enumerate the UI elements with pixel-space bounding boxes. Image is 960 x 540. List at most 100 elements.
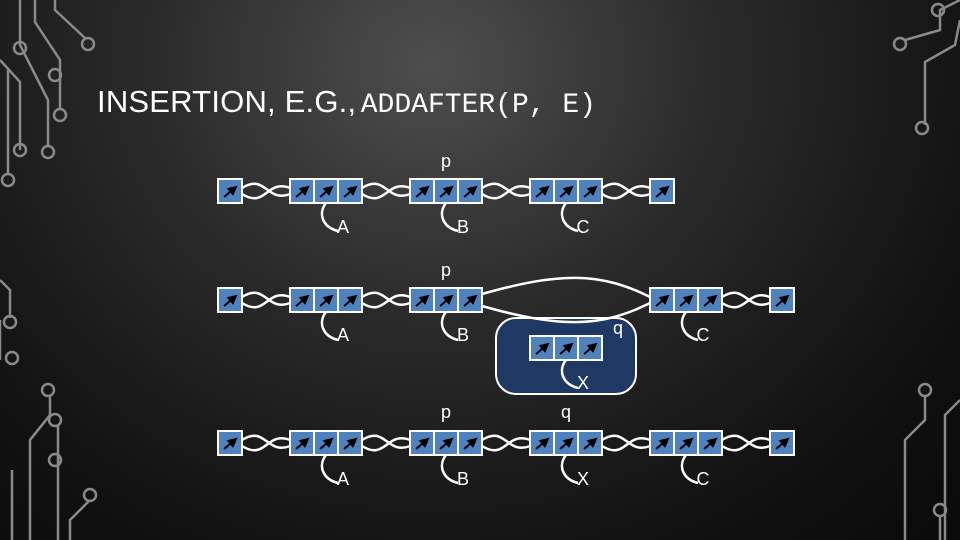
row3-node-x-next-pointer xyxy=(583,437,598,450)
node-links xyxy=(241,182,771,452)
title-text: INSERTION, E.G., xyxy=(97,84,357,119)
row2-link-1-a xyxy=(241,291,291,306)
row2-node-a-prev xyxy=(289,287,315,313)
row1-node-b-next-pointer xyxy=(463,185,478,198)
row1-node-b-next xyxy=(457,178,483,204)
row2-node-b-elem-pointer xyxy=(439,294,454,307)
row3-node-a-next xyxy=(337,430,363,456)
title-code: ADDAFTER(P, E) xyxy=(360,90,596,121)
row3-node-b-elem-pointer xyxy=(439,437,454,450)
row1-node-c-elem xyxy=(553,178,579,204)
row1-label-c: C xyxy=(577,217,590,237)
row3-node-x-prev xyxy=(529,430,555,456)
row3-link-2-a xyxy=(361,434,411,449)
row1-node-a-prev-pointer xyxy=(295,185,310,198)
nodes xyxy=(217,178,795,456)
row1-trailer xyxy=(649,178,675,204)
row1-node-b-next-box xyxy=(457,178,483,204)
row2-node-x-next-pointer xyxy=(583,342,598,355)
row2-label-a: A xyxy=(337,325,349,345)
row2-link-2-a xyxy=(361,291,411,306)
row3-header-pointer xyxy=(223,437,238,450)
row3-node-b-prev-pointer xyxy=(415,437,430,450)
row1-node-c-next-pointer xyxy=(583,185,598,198)
row3-node-x-elem-pointer xyxy=(559,437,574,450)
row2-node-x-prev xyxy=(529,335,555,361)
row3-trailer xyxy=(769,430,795,456)
row2-pointer-p: p xyxy=(441,260,451,280)
row2-link-4-b xyxy=(721,294,771,309)
row3-link-1-a xyxy=(241,434,291,449)
row3-node-a-next-pointer xyxy=(343,437,358,450)
row3-node-b-prev-box xyxy=(409,430,435,456)
row2-link-2-b xyxy=(361,294,411,309)
row3-node-c-prev xyxy=(649,430,675,456)
row2-elem-arrow-c xyxy=(680,311,699,342)
row2-header xyxy=(217,287,243,313)
row3-link-5-a xyxy=(721,434,771,449)
element-arrows xyxy=(320,202,699,485)
row2-link-1-b xyxy=(241,294,291,309)
row2-label-b: B xyxy=(457,325,469,345)
row3-node-b-next-box xyxy=(457,430,483,456)
row3-pointer-q: q xyxy=(561,402,571,422)
row2-node-b-next xyxy=(457,287,483,313)
row3-node-a-elem-pointer xyxy=(319,437,334,450)
row2-node-a-next-pointer xyxy=(343,294,358,307)
row2-label-x: X xyxy=(577,373,589,393)
row1-link-2-a xyxy=(361,182,411,197)
row2-node-c-next-pointer xyxy=(703,294,718,307)
row2-node-b-next-box xyxy=(457,287,483,313)
row1-header xyxy=(217,178,243,204)
row2-elem-arrow-a xyxy=(320,311,339,342)
row3-link-3-b xyxy=(481,437,531,452)
row3-node-b-next xyxy=(457,430,483,456)
row2-node-c-prev xyxy=(649,287,675,313)
row1-link-1-b xyxy=(241,185,291,200)
row2-node-a-elem-pointer xyxy=(319,294,334,307)
row3-node-a-prev-pointer xyxy=(295,437,310,450)
row1-node-c-elem-pointer xyxy=(559,185,574,198)
row3-label-b: B xyxy=(457,469,469,489)
row2-node-x-elem xyxy=(553,335,579,361)
row2-node-b-prev-pointer xyxy=(415,294,430,307)
row1-link-3-a xyxy=(481,182,531,197)
row3-trailer-box xyxy=(769,430,795,456)
row2-node-c-elem-box xyxy=(673,287,699,313)
row1-label-a: A xyxy=(337,217,349,237)
row3-header xyxy=(217,430,243,456)
row1-elem-arrow-b xyxy=(440,202,459,233)
row2-label-c: C xyxy=(697,325,710,345)
row3-node-c-prev-pointer xyxy=(655,437,670,450)
row3-link-4-a xyxy=(601,434,651,449)
row1-label-b: B xyxy=(457,217,469,237)
row2-link-bc-a xyxy=(481,276,651,299)
row2-header-pointer xyxy=(223,294,238,307)
slide-title: INSERTION, E.G., ADDAFTER(P, E) xyxy=(97,84,596,121)
row3-pointer-p: p xyxy=(441,402,451,422)
row3-label-x: X xyxy=(577,469,589,489)
row1-elem-arrow-c xyxy=(560,202,579,233)
row1-node-b-prev-pointer xyxy=(415,185,430,198)
row1-node-a-prev xyxy=(289,178,315,204)
row3-node-b-prev xyxy=(409,430,435,456)
row3-elem-arrow-b xyxy=(440,454,459,485)
row2-node-a-next xyxy=(337,287,363,313)
row1-elem-arrow-a xyxy=(320,202,339,233)
row3-node-c-next-pointer xyxy=(703,437,718,450)
row2-node-a-prev-pointer xyxy=(295,294,310,307)
row2-node-c-elem-pointer xyxy=(679,294,694,307)
row3-node-x-elem xyxy=(553,430,579,456)
row2-link-bc-b xyxy=(481,301,651,324)
row2-node-c-elem xyxy=(673,287,699,313)
row3-link-3-a xyxy=(481,434,531,449)
row1-link-2-b xyxy=(361,185,411,200)
row2-trailer-pointer xyxy=(775,294,790,307)
row1-node-a-next xyxy=(337,178,363,204)
row1-header-pointer xyxy=(223,185,238,198)
row3-node-c-elem-pointer xyxy=(679,437,694,450)
row3-node-c-next xyxy=(697,430,723,456)
row3-node-b-next-pointer xyxy=(463,437,478,450)
row2-node-a-elem xyxy=(313,287,339,313)
